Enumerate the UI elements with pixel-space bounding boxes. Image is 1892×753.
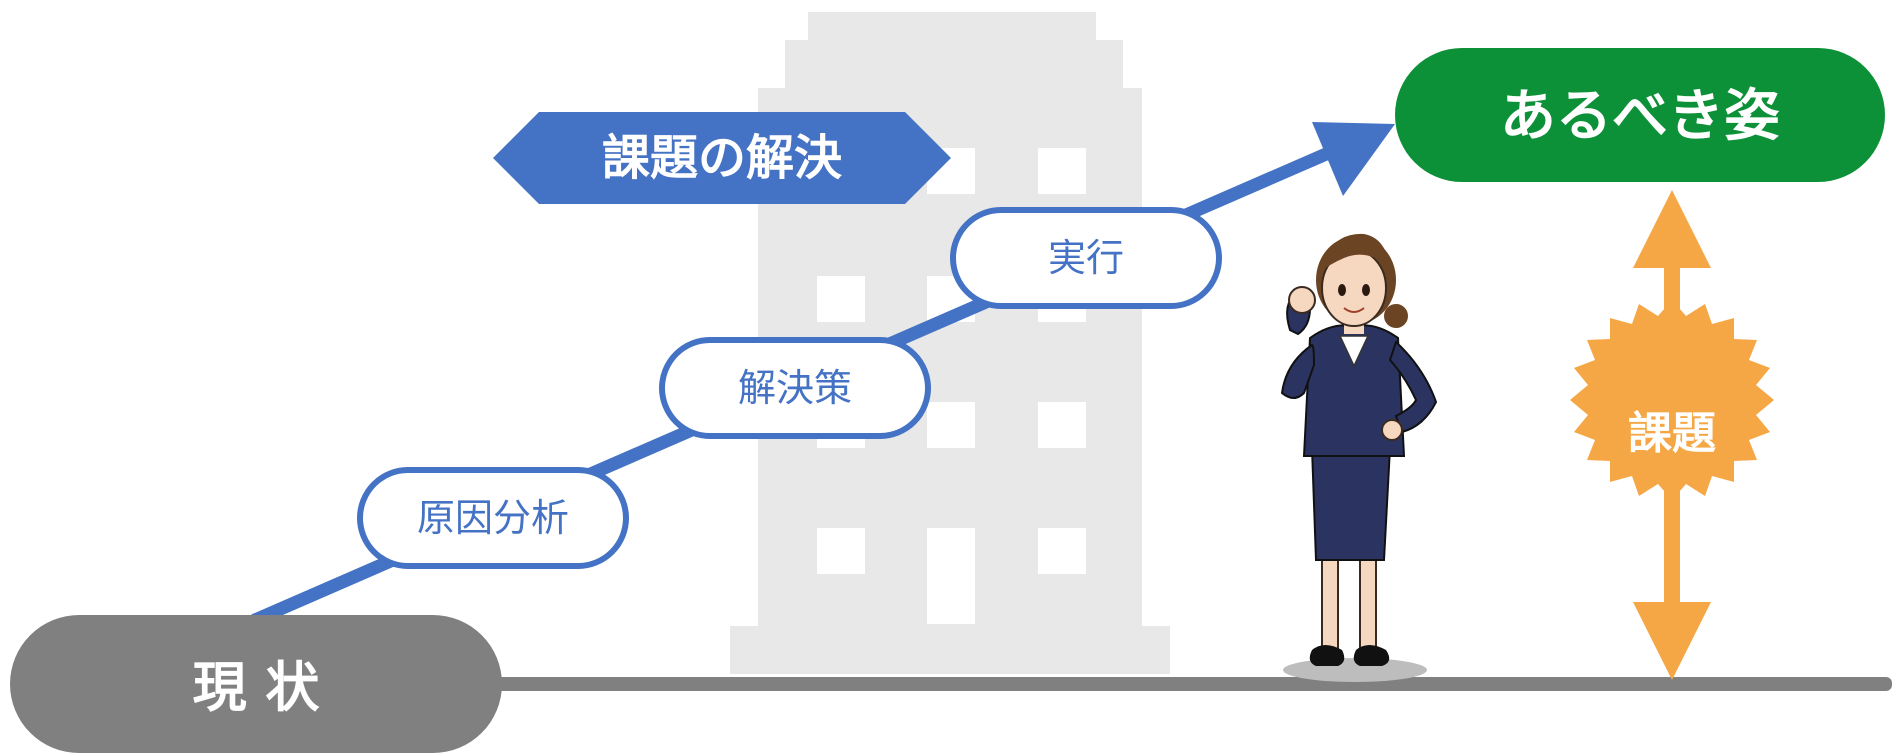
- step-pill-plan: 解決策: [659, 337, 931, 439]
- current-state-pill: 現 状: [10, 615, 502, 753]
- solution-banner: 課題の解決: [493, 112, 951, 204]
- current-state-label: 現 状: [193, 656, 321, 719]
- issue-label: 課題: [1628, 408, 1716, 459]
- ideal-state-label: あるべき姿: [1500, 84, 1780, 149]
- businesswoman-illustration: [1280, 233, 1438, 682]
- step-analysis-label: 原因分析: [417, 496, 569, 540]
- issue-gap-indicator: 課題: [1570, 190, 1774, 680]
- ground-line: [470, 677, 1892, 691]
- issue-starburst: [1570, 300, 1774, 500]
- step-pill-execute: 実行: [950, 207, 1222, 309]
- step-execute-label: 実行: [1048, 236, 1124, 280]
- step-plan-label: 解決策: [738, 366, 852, 410]
- ideal-state-pill: あるべき姿: [1395, 48, 1885, 182]
- solution-banner-label: 課題の解決: [602, 130, 842, 186]
- step-pill-analysis: 原因分析: [357, 467, 629, 569]
